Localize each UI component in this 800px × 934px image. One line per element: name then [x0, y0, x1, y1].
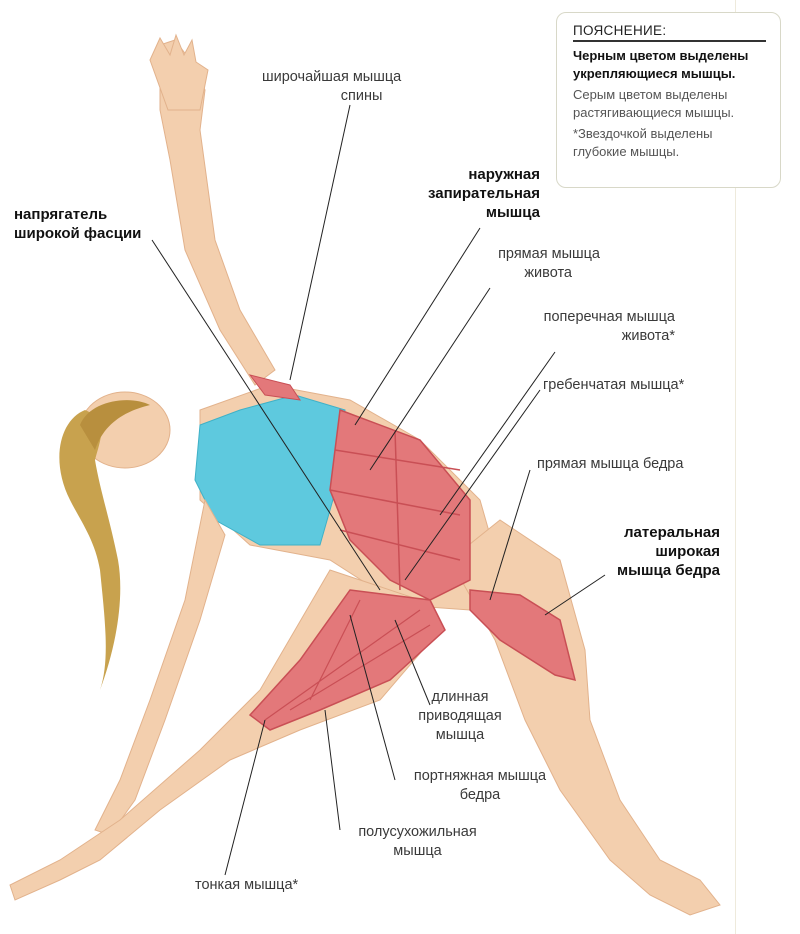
label-semitendinosus: полусухожильная мышца	[358, 824, 477, 859]
leader-lines	[151, 104, 606, 876]
hair	[80, 400, 150, 450]
label-adductor-longus: длинная приводящая мышца	[418, 689, 502, 743]
legend-black-note: Черным цветом выделены укрепляющиеся мыш…	[573, 48, 749, 81]
latissimus	[248, 374, 302, 401]
page-edge-line	[735, 0, 736, 934]
legend-title: ПОЯСНЕНИЕ:	[573, 23, 766, 42]
legend-gray-note: Серым цветом выделены растягивающиеся мы…	[573, 87, 735, 120]
thigh-muscles	[248, 589, 446, 731]
label-sartorius: портняжная мышца бедра	[413, 768, 547, 803]
raised-hand	[149, 33, 209, 111]
legend-box: ПОЯСНЕНИЕ: Черным цветом выделены укрепл…	[556, 12, 781, 188]
label-rectus-femoris: прямая мышца бедра	[537, 456, 684, 472]
legend-star-note: *Звездочкой выделены глубокие мышцы.	[573, 126, 713, 159]
hair-ponytail	[59, 410, 121, 690]
label-transversus: поперечная мышца живота*	[543, 309, 675, 344]
label-tfl: напрягатель широкой фасции	[14, 206, 142, 242]
label-latissimus: широчайшая мышца спины	[262, 69, 402, 104]
label-gracilis: тонкая мышца*	[195, 877, 299, 893]
label-external-oblique: наружная запирательная мышца	[428, 166, 540, 221]
front-thigh-muscles	[469, 589, 577, 682]
label-vastus-lateralis: латеральная широкая мышца бедра	[617, 524, 720, 579]
label-pectineus: гребенчатая мышца*	[543, 377, 685, 393]
label-rectus-abdominis: прямая мышца живота	[498, 246, 600, 281]
